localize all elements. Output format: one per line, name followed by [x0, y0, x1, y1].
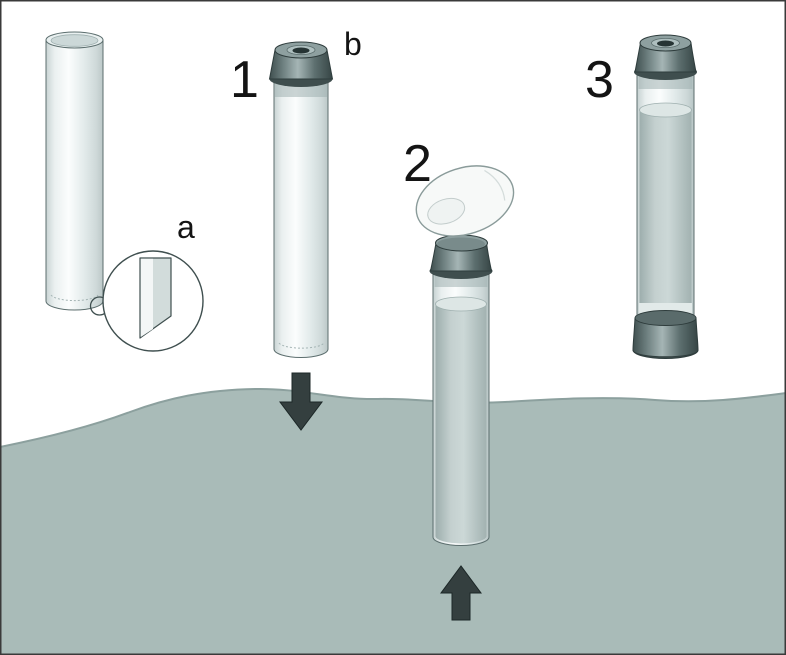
beveled-edge-highlight [140, 258, 153, 337]
tube1-cap-hole [292, 47, 310, 54]
sediment-ground [0, 388, 786, 655]
tube2-sample-fill [435, 304, 487, 544]
empty-tube [45, 31, 110, 316]
tube1-cap [268, 49, 334, 80]
tube3-bottom-cap-top [634, 310, 697, 326]
down-arrow-icon [279, 372, 323, 431]
empty-tube-body [45, 39, 104, 311]
tube1-body [273, 80, 329, 358]
empty-tube-mouth-inner [50, 34, 99, 47]
cap-b-label: b [344, 26, 362, 62]
step2-label: 2 [403, 135, 432, 193]
step1-label: 1 [230, 51, 259, 109]
step3-label: 3 [585, 51, 614, 109]
sediment-surface-line [0, 387, 786, 448]
thumb-icon [415, 165, 515, 237]
tube3-sample-fill [639, 110, 692, 316]
thumb-crease [484, 169, 506, 201]
thumb-shadow [437, 237, 485, 251]
empty-tube-bottom-edge [50, 294, 99, 302]
up-arrow-icon [440, 565, 482, 621]
tube3-top-cap [634, 42, 697, 73]
detail-a-label: a [177, 209, 195, 245]
tube2-sample-surface [435, 296, 487, 312]
tube3-bottom-cap [632, 317, 699, 358]
tube-step1 [268, 41, 334, 358]
thumb-nail [427, 197, 466, 225]
tube3-cap-hole [657, 40, 674, 47]
tube3-sample-surface [639, 102, 692, 118]
detail-callout [102, 250, 204, 352]
tube-step2 [415, 165, 515, 546]
tube-step3 [632, 34, 699, 359]
